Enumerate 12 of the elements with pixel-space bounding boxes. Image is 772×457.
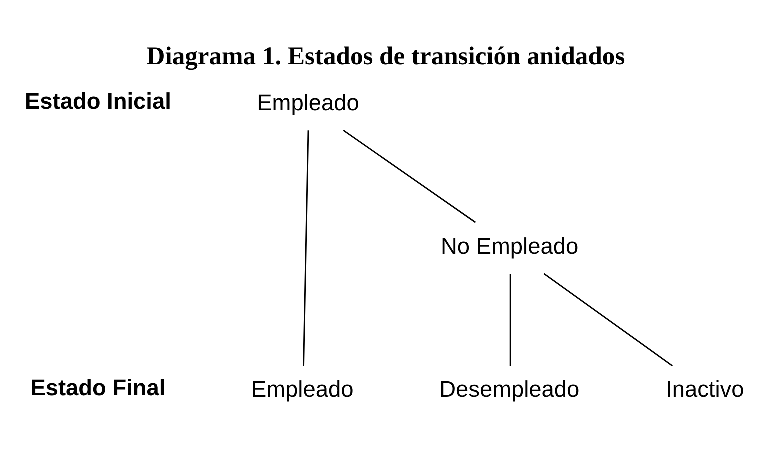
node-text: Desempleado (440, 376, 580, 402)
diagram-title: Diagrama 1. Estados de transición anidados (146, 41, 626, 70)
node-text: Empleado (257, 89, 360, 116)
node-text: Empleado (251, 376, 354, 402)
connector (343, 130, 476, 224)
label: Estado Final (30, 374, 166, 401)
node-text: Inactivo (666, 376, 744, 402)
label: Estado Inicial (25, 88, 172, 114)
connector (303, 130, 310, 366)
connector (510, 274, 512, 366)
connector (544, 273, 673, 367)
node-text: No Empleado (441, 232, 579, 259)
